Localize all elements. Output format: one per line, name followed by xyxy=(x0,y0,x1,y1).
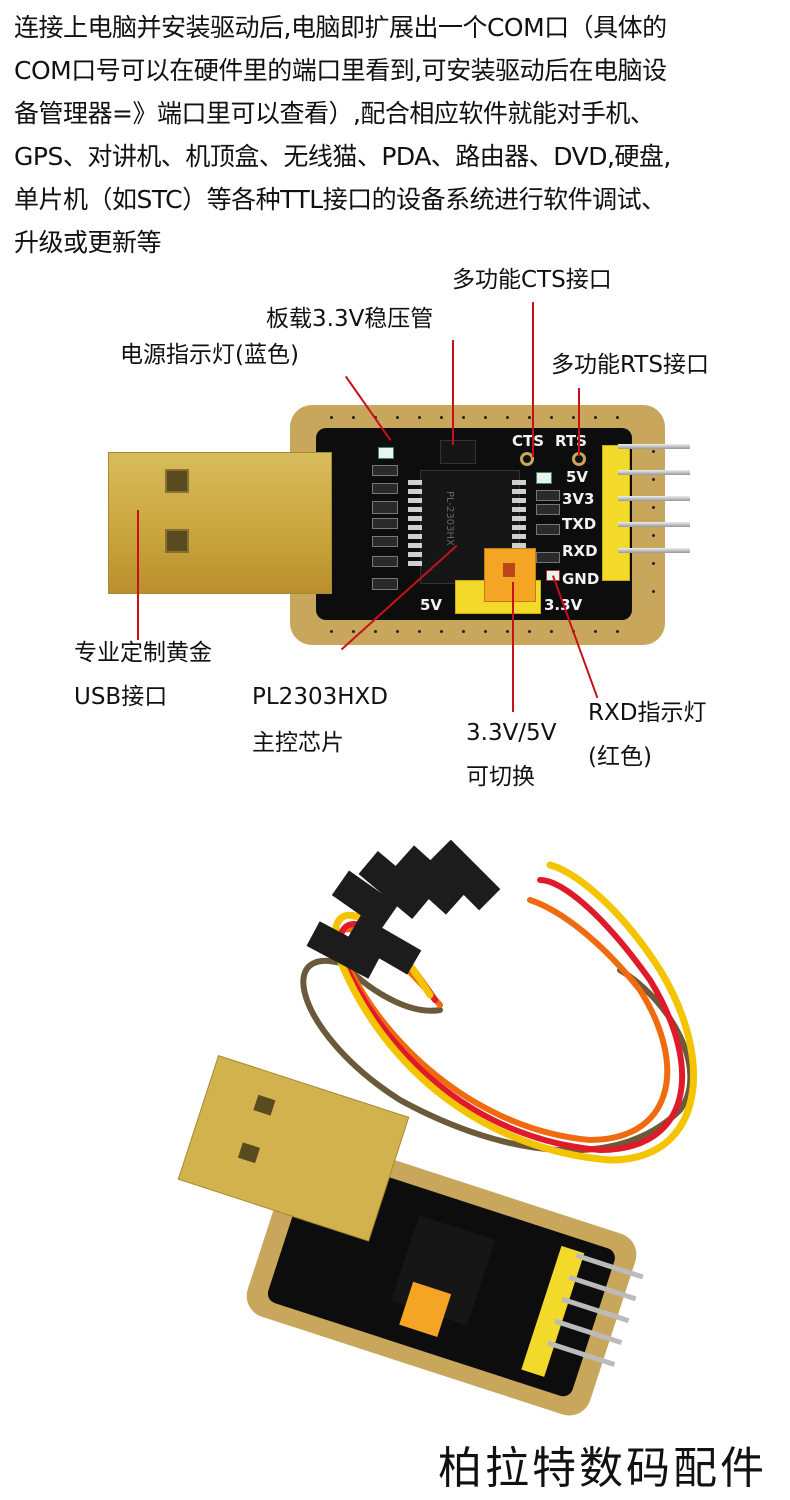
silk-jumper-5v: 5V xyxy=(420,596,443,614)
intro-line: 单片机（如STC）等各种TTL接口的设备系统进行软件调试、 xyxy=(14,185,666,214)
intro-line: 升级或更新等 xyxy=(14,228,162,257)
leader-regulator xyxy=(452,340,454,445)
silk-rts: RTS xyxy=(555,432,587,450)
angled-board xyxy=(177,1054,644,1416)
callout-rxd-line2: (红色) xyxy=(588,744,652,770)
callout-power-led: 电源指示灯(蓝色) xyxy=(120,342,299,368)
silk-pin-rxd: RXD xyxy=(562,542,598,560)
callout-voltage-line1: 3.3V/5V xyxy=(466,720,557,746)
intro-line: 连接上电脑并安装驱动后,电脑即扩展出一个COM口（具体的 xyxy=(14,13,667,42)
leader-usb xyxy=(137,510,139,640)
pin-header xyxy=(602,445,630,581)
callout-usb-line2: USB接口 xyxy=(74,684,168,710)
callout-regulator: 板载3.3V稳压管 xyxy=(266,306,434,332)
callout-rxd-line1: RXD指示灯 xyxy=(588,700,707,726)
usb-hole xyxy=(165,529,189,553)
callout-usb-line1: 专业定制黄金 xyxy=(74,640,212,666)
usb-hole xyxy=(165,469,189,493)
voltage-jumper[interactable] xyxy=(484,548,536,602)
dupont-connectors xyxy=(306,840,501,979)
silk-cts: CTS xyxy=(512,432,545,450)
silk-pin-gnd: GND xyxy=(562,570,600,588)
intro-line: COM口号可以在硬件里的端口里看到,可安装驱动后在电脑设 xyxy=(14,56,667,85)
silk-pin-3v3: 3V3 xyxy=(562,490,595,508)
callout-cts-port: 多功能CTS接口 xyxy=(452,267,612,293)
chip-marking: PL-2303HX xyxy=(444,491,455,546)
leader-voltage xyxy=(512,582,514,712)
product-photo-with-cables xyxy=(177,840,697,1416)
leader-cts xyxy=(532,302,534,457)
regulator xyxy=(440,440,476,464)
intro-line: 备管理器=》端口里可以查看）,配合相应软件就能对手机、 xyxy=(14,99,655,128)
callout-chip-line2: 主控芯片 xyxy=(252,730,344,756)
intro-line: GPS、对讲机、机顶盒、无线猫、PDA、路由器、DVD,硬盘, xyxy=(14,142,671,171)
power-led xyxy=(378,447,394,459)
cts-pad xyxy=(520,452,534,466)
pin-led xyxy=(536,472,552,484)
leader-rts xyxy=(578,388,580,456)
usb-connector xyxy=(108,452,332,594)
callout-chip-line1: PL2303HXD xyxy=(252,684,388,710)
silk-pin-txd: TXD xyxy=(562,515,597,533)
silk-pin-5v: 5V xyxy=(566,468,589,486)
intro-paragraph: 连接上电脑并安装驱动后,电脑即扩展出一个COM口（具体的 COM口号可以在硬件里… xyxy=(14,6,784,264)
brand-watermark: 柏拉特数码配件 xyxy=(438,1443,767,1494)
callout-rts-port: 多功能RTS接口 xyxy=(551,352,709,378)
callout-voltage-line2: 可切换 xyxy=(466,764,535,790)
